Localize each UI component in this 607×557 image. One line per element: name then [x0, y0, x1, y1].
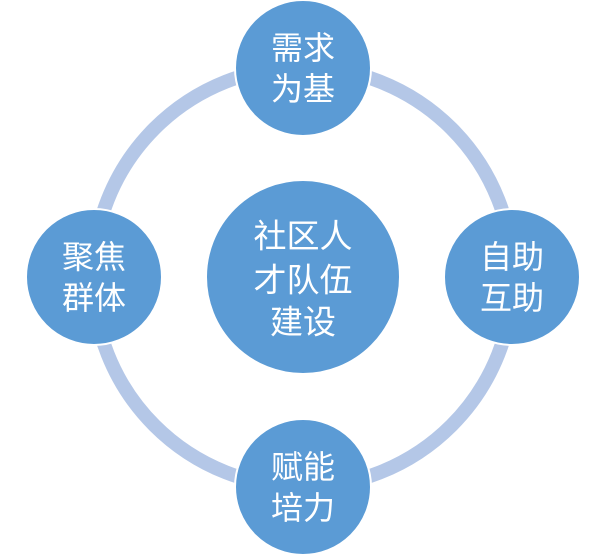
center-text-line-2: 才队伍 [254, 261, 353, 300]
center-text-line-3: 建设 [270, 303, 336, 342]
node-bottom-line-1: 赋能 [271, 448, 335, 486]
node-right-line-2: 互助 [480, 279, 544, 317]
node-bottom: 赋能 培力 [234, 418, 372, 556]
node-left-line-1: 聚焦 [62, 238, 126, 276]
node-right-circle [443, 208, 581, 346]
node-left-line-2: 群体 [62, 279, 126, 317]
node-top: 需求 为基 [234, 0, 372, 137]
node-left: 聚焦 群体 [25, 208, 163, 346]
node-top-line-2: 为基 [271, 70, 335, 108]
node-right-line-1: 自助 [480, 238, 544, 276]
center-circle [205, 179, 401, 375]
node-right: 自助 互助 [443, 208, 581, 346]
center-node: 社区人 才队伍 建设 [205, 179, 401, 375]
node-left-circle [25, 208, 163, 346]
node-top-circle [234, 0, 372, 137]
center-text-line-1: 社区人 [254, 217, 353, 256]
node-top-line-1: 需求 [271, 29, 335, 67]
node-bottom-line-2: 培力 [271, 489, 335, 527]
node-bottom-circle [234, 418, 372, 556]
